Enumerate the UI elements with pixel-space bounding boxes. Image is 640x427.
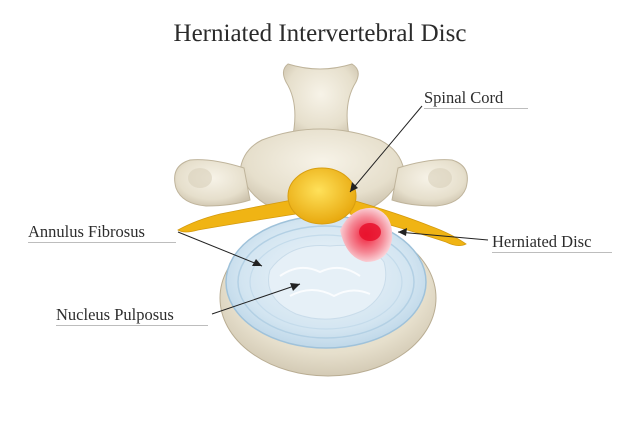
label-annulus-fibrosus: Annulus Fibrosus: [28, 222, 145, 241]
spinal-cord: [287, 167, 357, 225]
leader-nucleus-pulposus: [211, 283, 301, 315]
spinous-process: [282, 63, 359, 141]
underline-spinal-cord: [424, 108, 528, 109]
underline-herniated-disc: [492, 252, 612, 253]
leader-spinal-cord: [349, 105, 423, 193]
label-nucleus-pulposus: Nucleus Pulposus: [56, 305, 174, 324]
underline-annulus-fibrosus: [28, 242, 176, 243]
label-herniated-disc: Herniated Disc: [492, 232, 592, 251]
diagram-title: Herniated Intervertebral Disc: [173, 20, 467, 47]
nucleus-pulposus: [268, 244, 387, 320]
left-transverse-process: [174, 159, 251, 207]
leader-annulus-fibrosus: [177, 231, 263, 267]
underline-nucleus-pulposus: [56, 325, 208, 326]
label-spinal-cord: Spinal Cord: [424, 88, 504, 107]
left-nerve-root: [177, 199, 297, 233]
leader-herniated-disc: [397, 231, 489, 241]
